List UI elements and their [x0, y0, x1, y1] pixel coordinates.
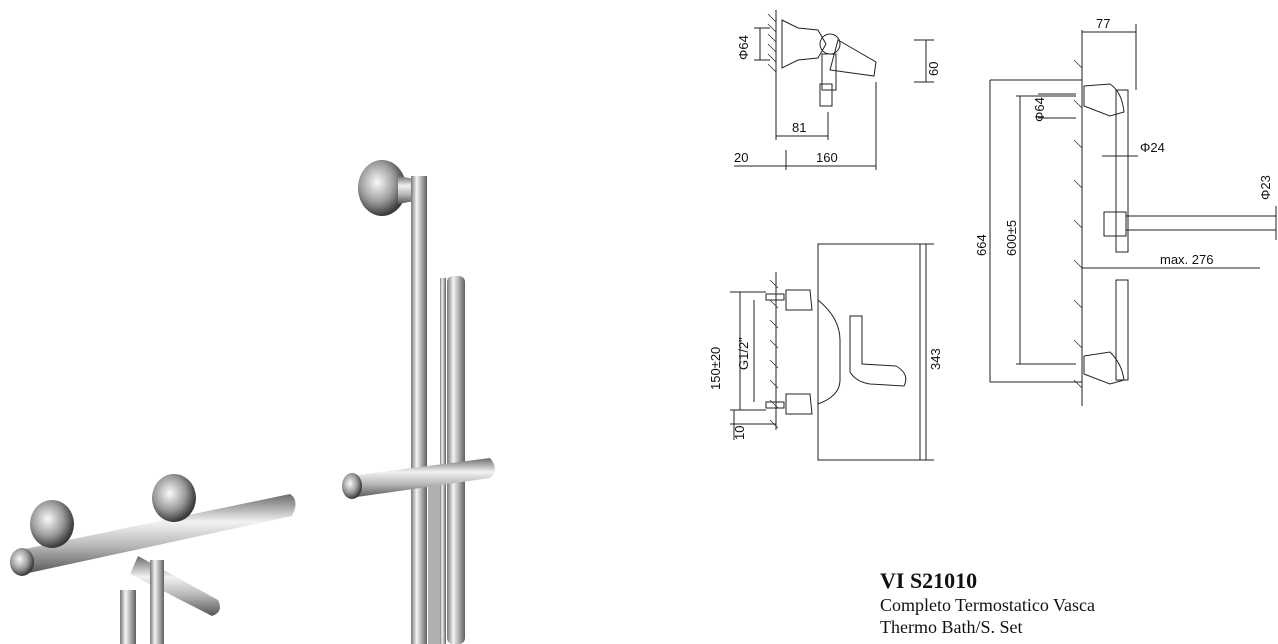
dim-rail-flange-dia: Φ64 — [1032, 97, 1047, 122]
dim-thread: G1/2" — [736, 337, 751, 370]
dim-rail-dia: Φ24 — [1140, 140, 1165, 155]
product-description-en: Thermo Bath/S. Set — [880, 617, 1023, 637]
dim-total-width: 343 — [928, 348, 943, 370]
dim-depth: 77 — [1096, 16, 1110, 31]
technical-drawings: Φ64 60 81 20 160 150±20 G1/2" 10 343 77 … — [708, 10, 1277, 461]
dim-hand-shower-dia: Φ23 — [1258, 175, 1273, 200]
dim-rail-centres: 600±5 — [1004, 220, 1019, 256]
dim-reach: max. 276 — [1160, 252, 1213, 267]
product-description-it: Completo Termostatico Vasca — [880, 595, 1096, 615]
product-photo — [10, 160, 495, 644]
dim-height: 60 — [926, 62, 941, 76]
product-code: VI S21010 — [880, 568, 978, 593]
product-caption: VI S21010 Completo Termostatico Vasca Th… — [880, 568, 1095, 638]
dim-flange-dia: Φ64 — [736, 35, 751, 60]
dim-total-height: 664 — [974, 234, 989, 256]
dim-spout-length: 160 — [816, 150, 838, 165]
dim-centres: 150±20 — [708, 347, 723, 390]
dim-spout-offset: 81 — [792, 120, 806, 135]
dim-bottom: 10 — [732, 426, 747, 440]
dim-wall-gap: 20 — [734, 150, 748, 165]
